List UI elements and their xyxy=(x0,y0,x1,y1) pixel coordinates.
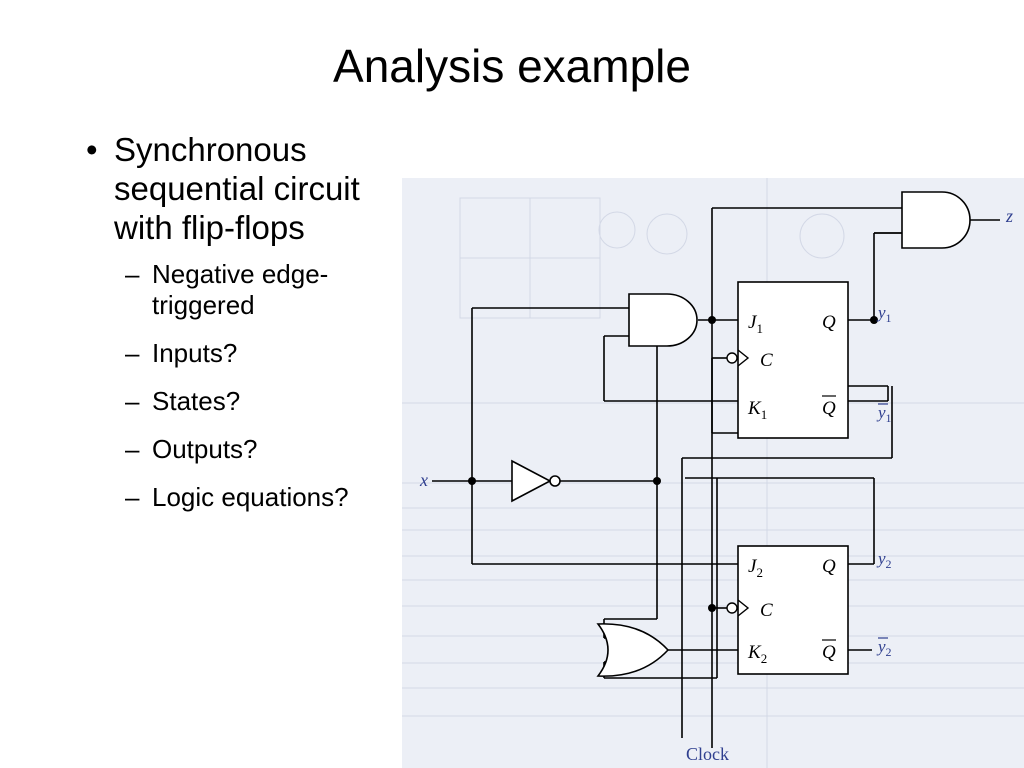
ff1-c-label: C xyxy=(760,350,773,371)
output-z-label: z xyxy=(1005,206,1013,226)
and-gate-1 xyxy=(628,293,698,347)
ff1-clock-bubble xyxy=(726,352,738,364)
inverter-bubble xyxy=(549,475,561,487)
bullet-dot-icon: • xyxy=(86,131,98,168)
ff2-clock-triangle xyxy=(737,599,750,617)
ff1-k-label: K1 xyxy=(747,398,767,422)
circuit-figure: J1 C K1 Q Q J2 C K2 Q Q z y1 y1 y2 y2 x … xyxy=(402,178,1024,768)
ff1-qbar-label: Q xyxy=(822,398,836,419)
ff1-j-label: J1 xyxy=(748,312,763,336)
ff2-k-label: K2 xyxy=(747,642,767,666)
flip-flop-2 xyxy=(737,545,849,675)
inverter-gate xyxy=(511,459,552,503)
and-gate-output xyxy=(901,191,971,249)
ff2-j-label: J2 xyxy=(748,556,763,580)
input-x-label: x xyxy=(419,470,428,490)
ff2-qbar-label: Q xyxy=(822,642,836,663)
circuit-diagram: J1 C K1 Q Q J2 C K2 Q Q z y1 y1 y2 y2 x … xyxy=(402,178,1024,768)
dash-icon: – xyxy=(125,482,140,512)
sub-bullet-text: Outputs? xyxy=(152,434,258,464)
circuit-wires xyxy=(432,207,1000,748)
sub-bullet-text: States? xyxy=(152,386,241,416)
wire-junctions xyxy=(468,316,878,612)
sub-bullet-item: –Logic equations? xyxy=(114,482,384,513)
y1bar-label: y1 xyxy=(876,403,892,425)
sub-bullet-item: –Negative edge-triggered xyxy=(114,259,384,321)
y2bar-label: y2 xyxy=(876,637,892,659)
flip-flop-1 xyxy=(737,281,849,439)
slide-title: Analysis example xyxy=(333,40,691,92)
sub-bullet-item: –Outputs? xyxy=(114,434,384,465)
y2-label: y2 xyxy=(876,549,892,571)
y1-label: y1 xyxy=(876,303,892,325)
bullet-text: Synchronous sequential circuit with flip… xyxy=(114,131,360,246)
sub-bullet-item: –States? xyxy=(114,386,384,417)
sub-bullet-text: Negative edge-triggered xyxy=(152,259,329,320)
ff2-q-label: Q xyxy=(822,556,836,577)
dash-icon: – xyxy=(125,259,140,289)
dash-icon: – xyxy=(125,434,140,464)
sub-bullet-item: –Inputs? xyxy=(114,338,384,369)
ff2-c-label: C xyxy=(760,600,773,621)
or-gate xyxy=(596,623,670,677)
dash-icon: – xyxy=(125,338,140,368)
ff1-q-label: Q xyxy=(822,312,836,333)
sub-bullet-list: –Negative edge-triggered –Inputs? –State… xyxy=(114,259,384,513)
sub-bullet-text: Logic equations? xyxy=(152,482,349,512)
bullet-list: • Synchronous sequential circuit with fl… xyxy=(84,130,384,530)
sub-bullet-text: Inputs? xyxy=(152,338,238,368)
scan-ghost-artifacts xyxy=(402,178,1024,768)
ff1-clock-triangle xyxy=(737,349,750,367)
clock-label: Clock xyxy=(686,744,729,764)
ff2-clock-bubble xyxy=(726,602,738,614)
bullet-item: • Synchronous sequential circuit with fl… xyxy=(84,130,384,513)
dash-icon: – xyxy=(125,386,140,416)
